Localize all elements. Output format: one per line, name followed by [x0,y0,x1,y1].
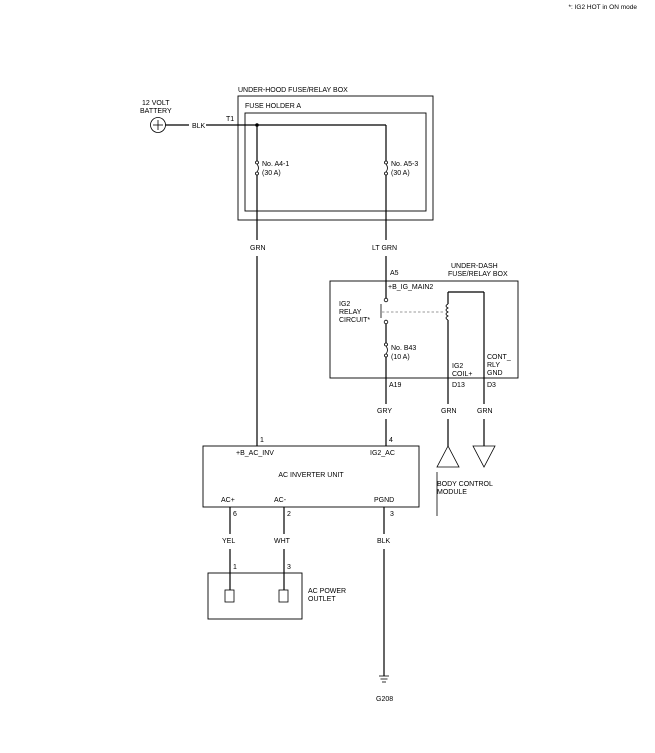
relay-label-1: IG2 [339,301,350,308]
fuse-a4-1-rating: (30 A) [262,170,281,177]
gnd-grn-label: GRN [477,408,493,415]
relay-label-3: CIRCUIT* [339,317,370,324]
underhood-title: UNDER-HOOD FUSE/RELAY BOX [238,87,348,94]
relay-contact-icon [380,297,389,325]
wht-wire-label: WHT [274,538,291,545]
inverter-box [202,445,420,508]
gry-wire-label: GRY [377,408,392,415]
gnd-label-3: GND [487,370,503,377]
coil-label-1: IG2 [452,363,463,370]
bcm-label-2: MODULE [437,489,467,496]
underdash-title-2: FUSE/RELAY BOX [448,271,508,278]
gnd-label-1: CONT_ [487,354,511,361]
underdash-box [329,280,519,379]
fuse-b43-rating: (10 A) [391,354,410,361]
inverter-pin1-name: +B_AC_INV [236,450,274,457]
inverter-pin2: 2 [287,511,291,518]
inverter-pin3: 3 [390,511,394,518]
ground-icon [379,675,389,683]
outlet-pin1: 1 [233,564,237,571]
inverter-pin4: 4 [389,437,393,444]
bcm-output-down-triangle-icon [472,445,496,468]
fuse-a4-1-name: No. A4-1 [262,161,289,168]
inverter-pin6-name: AC+ [221,497,235,504]
inverter-title: AC INVERTER UNIT [278,472,344,479]
pin-d13: D13 [452,382,465,389]
outlet-label-1: AC POWER [308,588,346,595]
fuse-holder-box [244,112,427,212]
yel-wire-label: YEL [222,538,235,545]
relay-label-2: RELAY [339,309,362,316]
pin-a19: A19 [389,382,402,389]
note-text: *: IG2 HOT in ON mode [568,4,637,11]
fuse-holder-title: FUSE HOLDER A [245,103,301,110]
underdash-title-1: UNDER-DASH [451,263,498,270]
coil-grn-label: GRN [441,408,457,415]
relay-coil-icon [445,303,449,321]
fuse-a5-3-rating: (30 A) [391,170,410,177]
pin-a5: A5 [390,270,399,277]
fuse-a5-3-name: No. A5-3 [391,161,418,168]
pin-d3: D3 [487,382,496,389]
battery-label-line2: BATTERY [140,108,172,115]
ground-label: G208 [376,696,393,703]
inverter-pin1: 1 [260,437,264,444]
outlet-label-2: OUTLET [308,596,336,603]
battery-label-line1: 12 VOLT [142,100,170,107]
lt-grn-wire-label: LT GRN [372,245,397,252]
fuse-a4-1-icon [255,160,259,176]
outlet-terminal-1-icon [224,589,235,603]
fuse-a5-3-icon [384,160,388,176]
outlet-pin3: 3 [287,564,291,571]
bus-label: +B_IG_MAIN2 [388,284,433,291]
bcm-label-1: BODY CONTROL [437,481,493,488]
coil-label-2: COIL+ [452,371,472,378]
inverter-pin6: 6 [233,511,237,518]
inverter-pin2-name: AC- [274,497,287,504]
fuse-b43-icon [384,342,388,358]
terminal-t1: T1 [226,116,234,123]
outlet-box [207,572,303,620]
blk-wire-label: BLK [377,538,391,545]
battery-wire-color: BLK [192,123,206,130]
inverter-pin3-name: PGND [374,497,394,504]
outlet-terminal-3-icon [278,589,289,603]
grn-wire-label: GRN [250,245,266,252]
underhood-box [237,95,434,221]
fuse-b43-name: No. B43 [391,345,416,352]
battery-icon [150,117,166,133]
gnd-label-2: RLY [487,362,500,369]
inverter-pin4-name: IG2_AC [370,450,395,457]
bcm-input-up-triangle-icon [436,445,460,468]
